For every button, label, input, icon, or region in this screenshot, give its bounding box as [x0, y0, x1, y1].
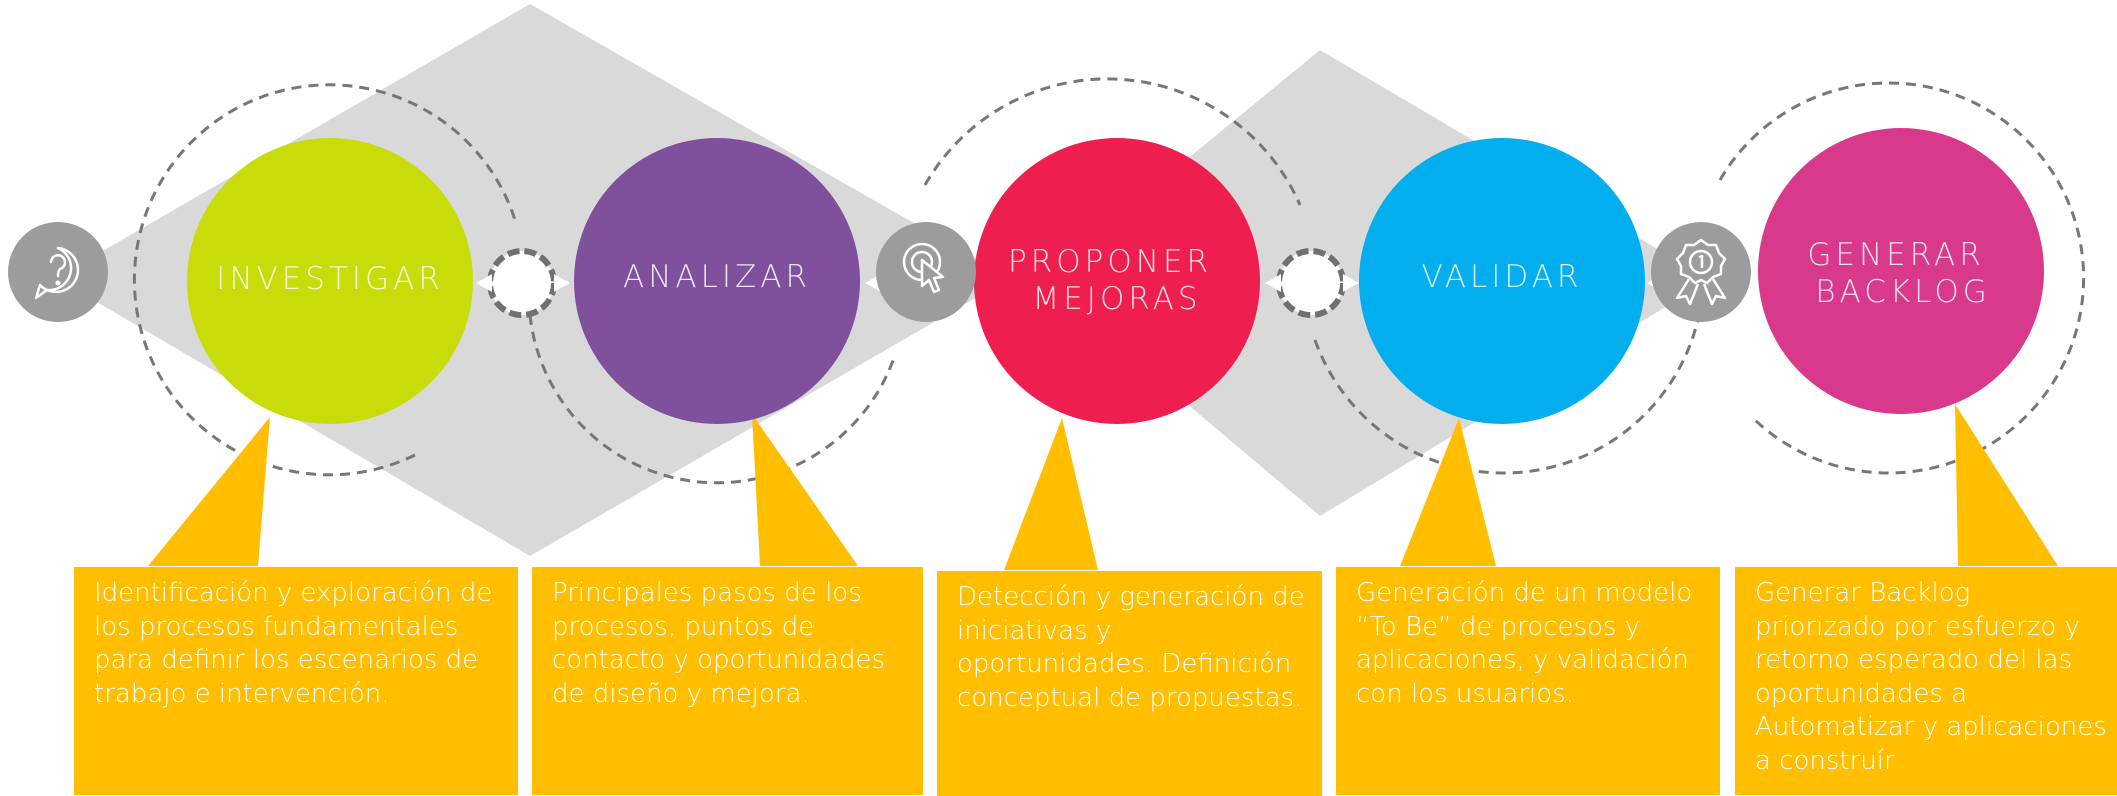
dashed-ring-generar [1718, 81, 2086, 475]
arrow-left-1 [476, 274, 492, 292]
description-text-analizar: Principales pasos de los procesos, punto… [552, 578, 885, 709]
connector-ring-2 [1276, 248, 1346, 318]
description-box-generar: Generar Backlog priorizado por esfuerzo … [1735, 567, 2117, 795]
stage-circle-proponer [974, 138, 1260, 424]
description-box-proponer: Detección y generación de iniciativas y … [937, 571, 1322, 796]
award-badge-icon [1651, 222, 1751, 322]
dashed-ring-validar [1313, 309, 1702, 475]
description-box-investigar: Identificación y exploración de los proc… [74, 567, 518, 795]
pointer-generar [1955, 404, 2058, 566]
stage-circle-generar [1758, 128, 2044, 414]
pointer-proponer [1004, 418, 1098, 570]
connector-ring-1 [487, 248, 557, 318]
stage-label-generar: GENERAR BACKLOG [1807, 237, 1998, 310]
pointer-validar [1400, 418, 1496, 566]
question-chat-icon [8, 222, 108, 322]
stage-label-proponer: PROPONER MEJORAS [1008, 244, 1226, 317]
description-box-validar: Generación de un modelo “To Be” de proce… [1336, 567, 1720, 795]
dashed-ring-proponer [923, 77, 1302, 206]
stage-circle-analizar [574, 138, 860, 424]
pointer-analizar [752, 414, 858, 566]
pointer-investigar [148, 417, 270, 566]
arrow-left-3 [1265, 274, 1281, 292]
stage-circle-investigar [187, 138, 473, 424]
description-text-validar: Generación de un modelo “To Be” de proce… [1356, 578, 1693, 709]
dashed-ring-analizar [528, 314, 897, 485]
arrow-right-1 [554, 274, 570, 292]
description-box-analizar: Principales pasos de los procesos, punto… [532, 567, 923, 795]
touch-pointer-icon [876, 222, 976, 322]
description-text-proponer: Detección y generación de iniciativas y … [957, 582, 1305, 713]
stage-label-investigar: INVESTIGAR [216, 261, 444, 297]
stage-label-validar: VALIDAR [1422, 259, 1583, 295]
arrow-right-3 [1343, 274, 1359, 292]
stage-circle-validar [1359, 138, 1645, 424]
stage-label-analizar: ANALIZAR [623, 259, 811, 295]
description-text-generar: Generar Backlog priorizado por esfuerzo … [1755, 578, 2107, 776]
description-text-investigar: Identificación y exploración de los proc… [94, 578, 493, 709]
